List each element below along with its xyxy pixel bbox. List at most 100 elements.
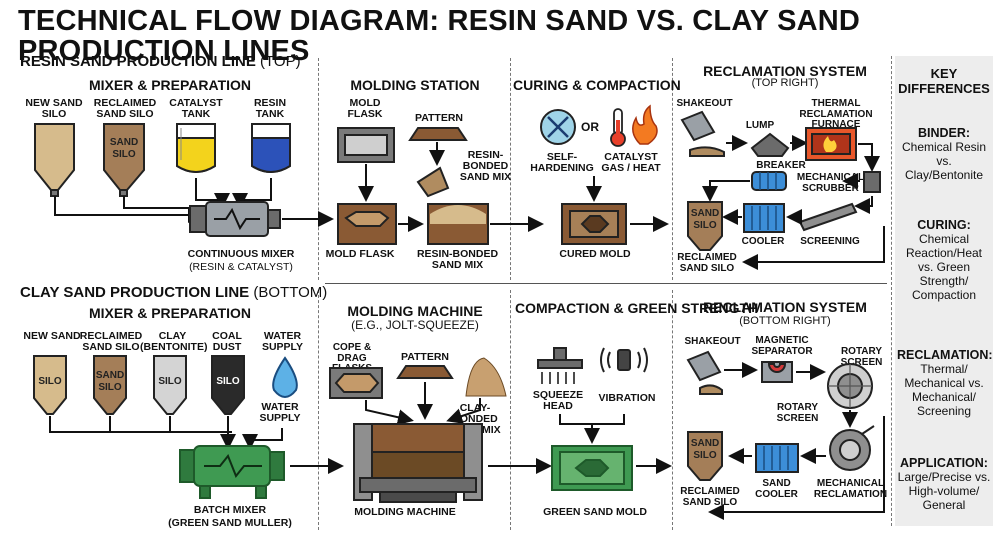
key-item-binder: BINDER:Chemical Resin vs. Clay/Bentonite bbox=[901, 126, 987, 182]
molding-machine-label: MOLDING MACHINE bbox=[354, 506, 456, 518]
sand-bucket-icon bbox=[416, 166, 450, 198]
magnetic-separator-icon bbox=[761, 361, 793, 383]
breaker-label: BREAKER bbox=[756, 160, 806, 171]
rotary-screen-mid-label: ROTARY SCREEN bbox=[776, 402, 819, 424]
resin-mixer-label: CONTINUOUS MIXER bbox=[187, 248, 295, 260]
mech-scrubber-icon bbox=[863, 171, 881, 193]
resin-shakeout-icon bbox=[680, 110, 725, 157]
key-header: KEY DIFFERENCES bbox=[898, 66, 990, 96]
flame-icon bbox=[632, 104, 658, 145]
clay-reclaimed-silo-icon bbox=[93, 355, 127, 415]
clay-shakeout-icon bbox=[686, 350, 723, 395]
cope-drag-icon bbox=[329, 367, 383, 399]
cured-mold-label: CURED MOLD bbox=[559, 248, 631, 260]
screening-label: SCREENING bbox=[800, 236, 860, 247]
thermal-furnace-icon bbox=[805, 127, 857, 161]
clay-reclaimed-silo-icon bbox=[687, 431, 723, 481]
or-label: OR bbox=[581, 120, 599, 134]
clay-reclamation-header: RECLAMATION SYSTEM bbox=[703, 299, 867, 315]
mold-flask-bottom-icon bbox=[337, 203, 397, 245]
molding-station-header: MOLDING STATION bbox=[350, 77, 480, 93]
clay-input-coal: COAL DUST bbox=[212, 330, 242, 354]
water-drop-icon bbox=[272, 356, 298, 398]
batch-mixer-icon bbox=[179, 445, 285, 499]
coal-dust-silo-icon bbox=[211, 355, 245, 415]
clay-reclamation-sub: (BOTTOM RIGHT) bbox=[739, 315, 831, 327]
clay-recl-silo-text-1: SAND bbox=[691, 438, 719, 449]
pattern-label: PATTERN bbox=[414, 112, 464, 124]
resin-recl-silo-text-2: SILO bbox=[693, 220, 717, 231]
pattern-icon bbox=[408, 127, 468, 141]
clay-pattern-icon bbox=[396, 365, 454, 379]
rotary-screen-top-label: ROTARY SCREEN bbox=[840, 346, 883, 368]
clay-mixer-header: MIXER & PREPARATION bbox=[88, 305, 252, 321]
resin-reclaimed-silo-icon bbox=[687, 201, 723, 251]
clay-silo-text-2: SILO bbox=[98, 382, 122, 393]
lump-label: LUMP bbox=[745, 120, 775, 131]
clay-input-new-sand: NEW SAND bbox=[23, 330, 81, 342]
resin-shakeout-label: SHAKEOUT bbox=[676, 98, 733, 109]
mold-flask-top-label: MOLD FLASK bbox=[347, 97, 383, 121]
water-supply-label: WATER SUPPLY bbox=[259, 401, 301, 425]
resin-bonded-mix-icon bbox=[427, 203, 489, 245]
cured-mold-icon bbox=[561, 203, 627, 245]
resin-new-sand-silo-icon bbox=[34, 123, 75, 197]
divider-4 bbox=[318, 290, 319, 530]
resin-reclaimed-silo-label: RECLAIMED SAND SILO bbox=[677, 252, 737, 274]
key-item-reclamation: RECLAMATION:Thermal/ Mechanical vs. Mech… bbox=[897, 348, 993, 418]
green-mold-label: GREEN SAND MOLD bbox=[543, 506, 647, 518]
resin-input-reclaimed: RECLAIMED SAND SILO bbox=[93, 97, 157, 121]
resin-mixer-sub: (RESIN & CATALYST) bbox=[189, 261, 293, 273]
clay-input-reclaimed: RECLAIMED SAND SILO bbox=[79, 330, 143, 354]
resin-recl-silo-text-1: SAND bbox=[691, 208, 719, 219]
key-item-application: APPLICATION:Large/Precise vs. High-volum… bbox=[897, 456, 991, 512]
thermometer-icon bbox=[610, 108, 626, 147]
magnetic-separator-label: MAGNETIC SEPARATOR bbox=[751, 335, 813, 357]
resin-silo-text-1: SAND bbox=[110, 137, 138, 148]
molding-machine-icon bbox=[353, 423, 483, 503]
rotary-screen-bottom-icon bbox=[829, 425, 875, 471]
resin-bonded-mix-bottom-label: RESIN-BONDED SAND MIX bbox=[416, 248, 499, 272]
cooler-top-icon bbox=[751, 171, 787, 191]
clay-bonded-mix-icon bbox=[465, 357, 507, 397]
resin-mixer-header: MIXER & PREPARATION bbox=[88, 77, 252, 93]
divider-2 bbox=[510, 58, 511, 280]
continuous-mixer-icon bbox=[189, 201, 281, 237]
mech-reclamation-label: MECHANICAL RECLAMATION bbox=[813, 478, 888, 500]
resin-reclamation-sub: (TOP RIGHT) bbox=[751, 77, 819, 89]
resin-input-resin: RESIN TANK bbox=[253, 97, 287, 121]
resin-input-catalyst: CATALYST TANK bbox=[169, 97, 223, 121]
sand-cooler-label: SAND COOLER bbox=[755, 478, 798, 500]
catalyst-gas-label: CATALYST GAS / HEAT bbox=[601, 151, 661, 175]
resin-silo-text-2: SILO bbox=[112, 149, 136, 160]
resin-tank-icon bbox=[251, 123, 291, 173]
resin-reclaimed-silo-icon bbox=[103, 123, 145, 197]
sand-cooler-icon bbox=[755, 443, 799, 473]
mold-flask-bottom-label: MOLD FLASK bbox=[325, 248, 395, 260]
green-sand-mold-icon bbox=[551, 445, 633, 491]
clay-recl-silo-text-2: SILO bbox=[693, 450, 717, 461]
catalyst-tank-icon bbox=[176, 123, 216, 173]
vibration-label: VIBRATION bbox=[598, 392, 656, 404]
mold-flask-top-icon bbox=[337, 127, 395, 163]
clay-mixer-label: BATCH MIXER bbox=[193, 504, 267, 516]
key-item-curing: CURING:Chemical Reaction/Heat vs. Green … bbox=[905, 218, 983, 302]
resin-bonded-mix-label: RESIN-BONDED SAND MIX bbox=[459, 149, 512, 184]
clay-silo-word-3: SILO bbox=[216, 376, 240, 387]
divider-6 bbox=[672, 290, 673, 530]
page-title: TECHNICAL FLOW DIAGRAM: RESIN SAND vs. C… bbox=[18, 5, 861, 68]
clay-pattern-label: PATTERN bbox=[400, 351, 450, 363]
clay-input-clay: CLAY (BENTONITE) bbox=[140, 330, 208, 354]
lump-breaker-icon bbox=[750, 132, 790, 157]
resin-section-title: RESIN SAND PRODUCTION LINE (TOP) bbox=[20, 53, 301, 70]
curing-header: CURING & COMPACTION bbox=[513, 77, 681, 93]
resin-reclamation-header: RECLAMATION SYSTEM bbox=[703, 63, 867, 79]
clay-silo-text-1: SAND bbox=[96, 370, 124, 381]
cooler-bottom-icon bbox=[743, 203, 785, 233]
clay-silo-word-2: SILO bbox=[158, 376, 182, 387]
squeeze-head-icon bbox=[537, 347, 583, 384]
key-panel bbox=[895, 56, 993, 526]
self-hardening-icon bbox=[540, 109, 576, 145]
divider-3 bbox=[672, 58, 673, 280]
